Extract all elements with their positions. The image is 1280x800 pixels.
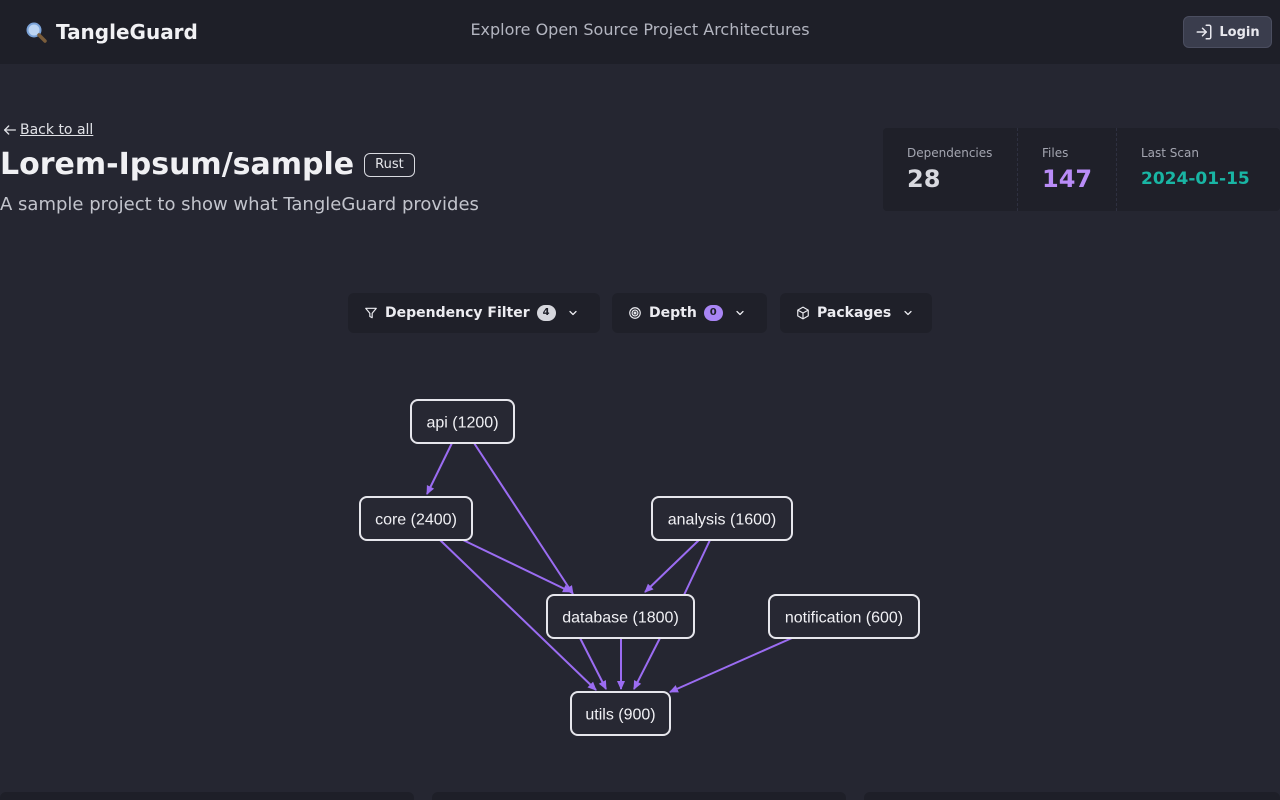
- node-api[interactable]: api (1200): [410, 399, 515, 444]
- edge-api-core: [426, 442, 453, 495]
- chevron-down-icon: [568, 310, 577, 316]
- login-icon: [1196, 24, 1212, 40]
- graph-edges: [426, 442, 793, 693]
- stat-value: 28: [907, 165, 941, 193]
- edge-core-database: [462, 539, 572, 593]
- depth-filter-label: Depth: [649, 305, 697, 321]
- project-description: A sample project to show what TangleGuar…: [0, 194, 479, 215]
- node-database[interactable]: database (1800): [546, 594, 695, 639]
- card-stub: [864, 792, 1280, 800]
- back-link[interactable]: Back to all: [2, 121, 93, 139]
- stat-label: Dependencies: [907, 146, 993, 160]
- package-icon: [797, 306, 809, 320]
- brand-name: TangleGuard: [56, 20, 198, 44]
- project-name: Lorem-Ipsum/sample: [0, 147, 355, 182]
- edge-api-database: [473, 442, 574, 595]
- edge-database-utils-2: [579, 637, 607, 690]
- funnel-icon: [365, 307, 377, 319]
- edge-analysis-utils: [683, 539, 711, 596]
- stat-label: Last Scan: [1141, 146, 1199, 160]
- dependency-filter-button[interactable]: Dependency Filter 4: [348, 293, 600, 333]
- login-button[interactable]: Login: [1183, 16, 1272, 48]
- node-box: [546, 594, 695, 639]
- stat-label: Files: [1042, 146, 1069, 160]
- node-box: [570, 691, 671, 736]
- target-icon: [629, 307, 641, 319]
- depth-filter-count: 0: [703, 305, 723, 321]
- node-box: [651, 496, 793, 541]
- top-bar: TangleGuard Explore Open Source Project …: [0, 0, 1280, 64]
- node-label: core (2400): [375, 512, 457, 529]
- node-notification[interactable]: notification (600): [768, 594, 920, 639]
- node-label: notification (600): [785, 610, 903, 627]
- node-box: [359, 496, 473, 541]
- node-utils[interactable]: utils (900): [570, 691, 671, 736]
- card-stub: [0, 792, 414, 800]
- login-label: Login: [1219, 24, 1260, 40]
- node-label: database (1800): [562, 610, 679, 627]
- edge-database-utils-3: [633, 637, 661, 690]
- back-link-label: Back to all: [20, 122, 94, 138]
- node-core[interactable]: core (2400): [359, 496, 473, 541]
- edge-notification-utils: [669, 637, 793, 693]
- magnifier-icon: [26, 22, 47, 43]
- edge-analysis-database: [644, 539, 700, 593]
- filter-bar: Dependency Filter 4 Depth 0 Packages: [0, 293, 1280, 333]
- arrow-left-icon: [3, 125, 16, 135]
- node-box: [768, 594, 920, 639]
- graph-nodes: api (1200) core (2400) analysis (1600) data…: [359, 399, 920, 736]
- tagline: Explore Open Source Project Architecture…: [470, 20, 810, 39]
- brand[interactable]: TangleGuard: [24, 18, 198, 46]
- dependency-filter-label: Dependency Filter: [385, 305, 530, 321]
- node-label: analysis (1600): [668, 512, 777, 529]
- node-box: [410, 399, 515, 444]
- stat-dependencies: Dependencies 28: [883, 128, 1018, 211]
- node-label: api (1200): [426, 415, 498, 432]
- packages-filter-label: Packages: [817, 305, 892, 321]
- depth-filter-button[interactable]: Depth 0: [612, 293, 767, 333]
- stat-last-scan: Last Scan 2024-01-15: [1117, 128, 1280, 211]
- chevron-down-icon: [736, 310, 744, 316]
- stat-value: 147: [1042, 165, 1093, 193]
- dependency-filter-count: 4: [536, 305, 556, 321]
- project-title-row: Lorem-Ipsum/sample Rust: [0, 145, 415, 185]
- card-stub: [432, 792, 846, 800]
- edge-core-utils: [439, 539, 597, 691]
- node-analysis[interactable]: analysis (1600): [651, 496, 793, 541]
- language-badge: Rust: [364, 153, 415, 177]
- node-label: utils (900): [585, 707, 655, 724]
- chevron-down-icon: [904, 310, 912, 316]
- stat-files: Files 147: [1018, 128, 1117, 211]
- stats-panel: Dependencies 28 Files 147 Last Scan 2024…: [883, 128, 1280, 211]
- stat-value: 2024-01-15: [1141, 169, 1250, 189]
- packages-filter-button[interactable]: Packages: [780, 293, 932, 333]
